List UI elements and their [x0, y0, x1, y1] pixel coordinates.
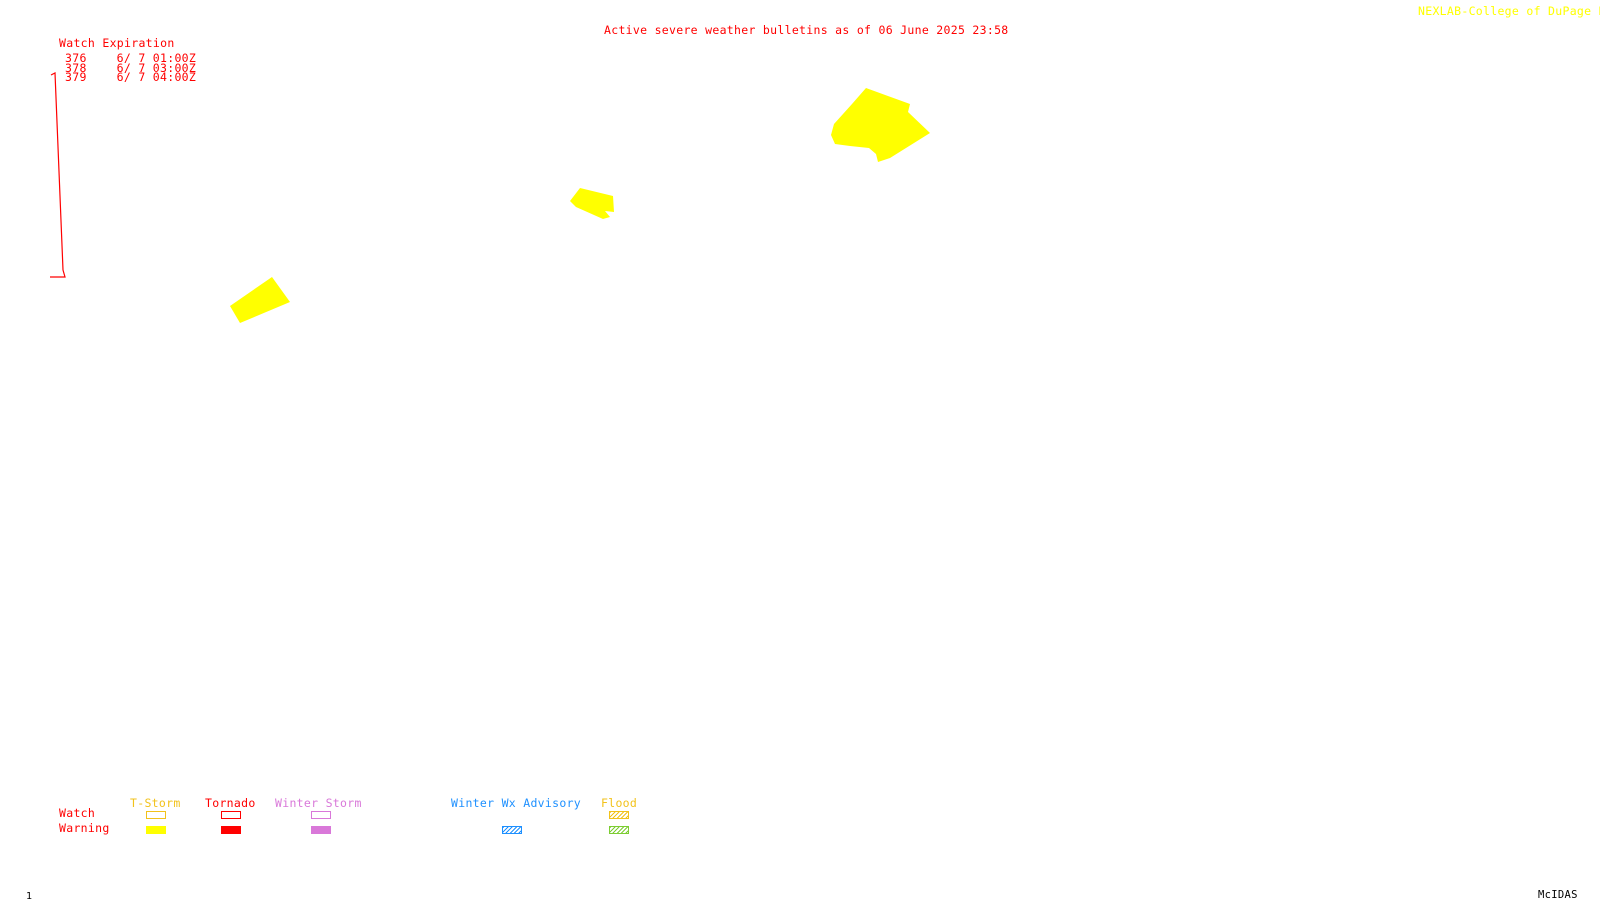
legend-tornado-warning-swatch [221, 826, 241, 834]
legend-winter-storm-watch-swatch [311, 811, 331, 819]
legend-winter-storm-label: Winter Storm [275, 796, 362, 810]
watch-id: 378 [65, 60, 87, 75]
watch-time: 6/ 7 04:00Z [116, 70, 197, 84]
legend-winter-wx-advisory-label: Winter Wx Advisory [451, 796, 582, 810]
frame-number: 1 [26, 891, 33, 902]
warning-polygon-southwest[interactable] [230, 277, 290, 323]
watch-id: 379 [65, 70, 87, 84]
legend-flood-warning-swatch [609, 826, 629, 834]
watch-id: 376 [65, 51, 87, 65]
legend-winter-wx-advisory-swatch [502, 826, 522, 834]
watch-expiration-row[interactable]: 379 6/ 7 04:00Z [65, 70, 197, 84]
warning-polygon-northeast[interactable] [831, 88, 930, 162]
legend-tstorm-watch-swatch [146, 811, 166, 819]
legend-warning-label: Warning [59, 821, 110, 835]
legend-watch-label: Watch [59, 806, 96, 820]
legend-winter-storm-warning-swatch [311, 826, 331, 834]
legend-flood-label: Flood [601, 796, 638, 810]
watch-376-outline [50, 72, 66, 278]
legend-tstorm-label: T-Storm [130, 796, 181, 810]
software-label: McIDAS [1538, 889, 1578, 901]
watch-expiration-row[interactable]: 376 6/ 7 01:00Z [65, 51, 197, 65]
bulletin-title: Active severe weather bulletins as of 06… [604, 23, 1009, 37]
legend-tornado-label: Tornado [205, 796, 256, 810]
legend-flood-watch-swatch [609, 811, 629, 819]
watch-expiration-heading: Watch Expiration [59, 36, 175, 50]
legend-tornado-watch-swatch [221, 811, 241, 819]
credit-label: NEXLAB-College of DuPage R [1418, 4, 1600, 18]
warning-polygon-central[interactable] [570, 188, 614, 219]
watch-time: 6/ 7 03:00Z [116, 60, 197, 75]
legend-tstorm-warning-swatch [146, 826, 166, 834]
watch-time: 6/ 7 01:00Z [116, 51, 197, 65]
watch-expiration-row[interactable]: 378 6/ 7 03:00Z [65, 60, 197, 75]
